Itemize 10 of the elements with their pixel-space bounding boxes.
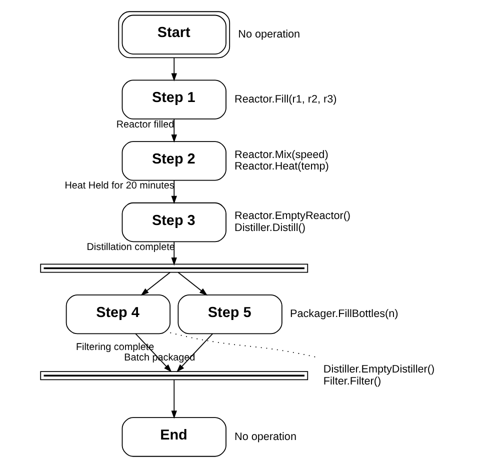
node-label: Reactor.Fill(r1, r2, r3) [234,93,336,106]
node-label: No operation [234,430,296,443]
node-label: Reactor.Mix(speed) [234,148,328,161]
node-label: Reactor.EmptyReactor() [234,210,350,222]
node-label: Packager.FillBottles(n) [290,308,398,320]
edge-label: Reactor filled [116,119,174,130]
node-label: Distiller.Distill() [234,222,305,234]
node-text: Distiller.EmptyDistiller() Filter.Filter() [322,364,434,388]
node-label: Reactor.Heat(temp) [234,160,328,173]
node-label: No operation [238,28,300,40]
